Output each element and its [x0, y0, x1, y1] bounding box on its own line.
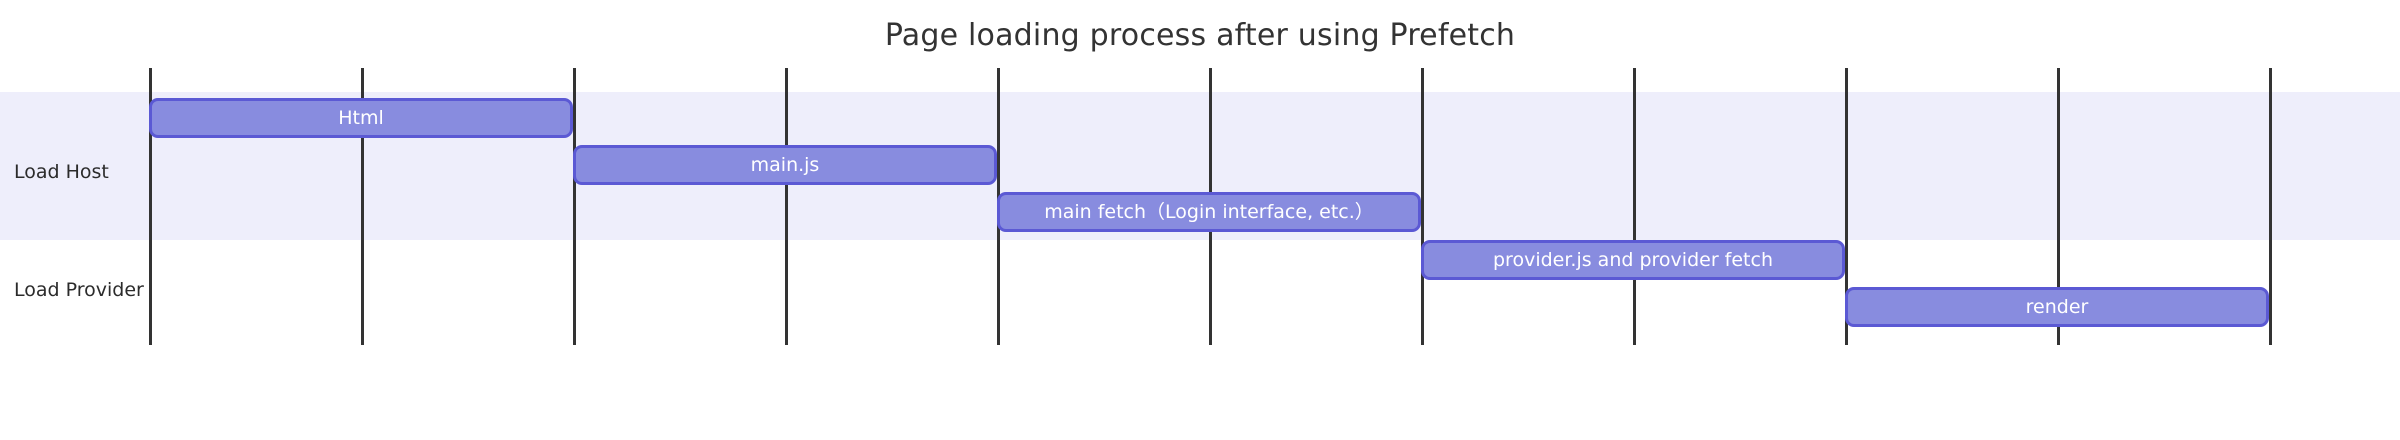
task-bar-label-main-fetch: main fetch（Login interface, etc.） [1044, 200, 1374, 223]
task-bar-provider-js-and-provider-fetch[interactable]: provider.js and provider fetch [1421, 240, 1845, 280]
gridline-8 [1845, 68, 1848, 345]
gridline-1 [361, 68, 364, 345]
gridline-10 [2269, 68, 2272, 345]
gridline-3 [785, 68, 788, 345]
task-bar-label-main-js: main.js [750, 153, 820, 176]
task-bar-label-html: Html [338, 106, 384, 129]
gridline-2 [573, 68, 576, 345]
gridline-9 [2057, 68, 2060, 345]
task-bar-main-js[interactable]: main.js [573, 145, 997, 185]
task-bar-main-fetch[interactable]: main fetch（Login interface, etc.） [997, 192, 1421, 232]
task-bar-label-provider-js-and-provider-fetch: provider.js and provider fetch [1493, 248, 1773, 271]
task-bar-html[interactable]: Html [149, 98, 573, 138]
gridline-0 [149, 68, 152, 345]
task-bar-label-render: render [2025, 295, 2089, 318]
row-label-load-host: Load Host [14, 161, 109, 183]
gridline-7 [1633, 68, 1636, 345]
gridline-6 [1421, 68, 1424, 345]
chart-title: Page loading process after using Prefetc… [884, 18, 1516, 53]
row-label-load-provider: Load Provider [14, 279, 144, 301]
task-bar-render[interactable]: render [1845, 287, 2269, 327]
